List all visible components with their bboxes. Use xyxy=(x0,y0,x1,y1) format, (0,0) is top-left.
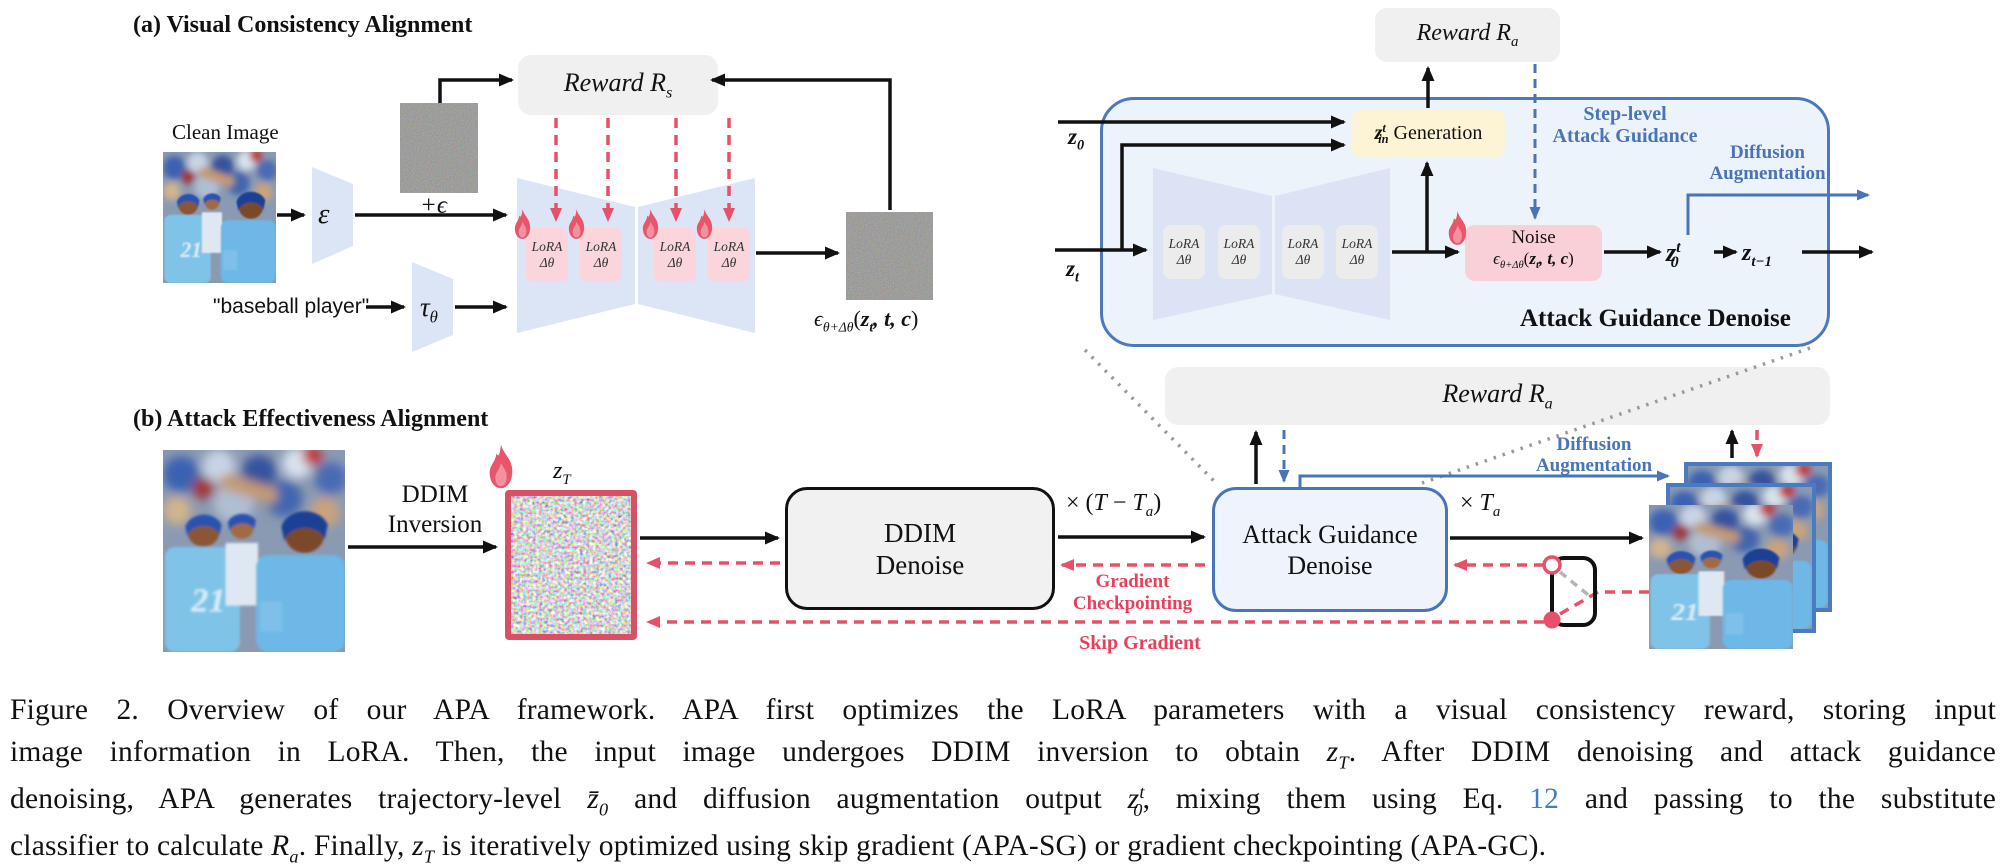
lora-line1: LoRA xyxy=(1223,235,1255,251)
added-noise-image xyxy=(400,103,478,193)
lora-block: LoRA Δθ xyxy=(1282,225,1324,279)
gradient-checkpointing-label: Gradient Checkpointing xyxy=(1060,571,1205,615)
noise-box-title: Noise xyxy=(1511,227,1556,249)
diff-aug-b-line1: Diffusion xyxy=(1556,434,1632,455)
lora-line1: LoRA xyxy=(713,238,745,254)
grad-ckpt-line1: Gradient xyxy=(1095,571,1170,592)
zt-label: zt xyxy=(1066,256,1079,286)
zin-generation-box: ztin Generation xyxy=(1352,110,1505,158)
diff-aug-line2: Augmentation xyxy=(1709,163,1826,184)
clean-image-label: Clean Image xyxy=(172,120,279,144)
lora-line2: Δθ xyxy=(1231,252,1247,267)
lora-line2: Δθ xyxy=(721,255,737,270)
output-image-front xyxy=(1649,505,1793,649)
tau-theta-label: τθ xyxy=(420,292,438,327)
lora-line1: LoRA xyxy=(1168,235,1200,251)
clean-image-photo xyxy=(163,152,276,283)
lora-line1: LoRA xyxy=(585,238,617,254)
z0-label: z0 xyxy=(1068,124,1085,154)
diff-aug-line1: Diffusion xyxy=(1730,142,1805,163)
lora-line2: Δθ xyxy=(1176,252,1192,267)
reward-ra-top-bar: Reward Ra xyxy=(1375,8,1560,62)
attack-guidance-denoise-box: Attack Guidance Denoise xyxy=(1212,487,1448,612)
times-T-minus-Ta-label: × (T − Ta) xyxy=(1066,490,1162,520)
ddim-denoise-box: DDIM Denoise xyxy=(785,487,1055,610)
skip-gradient-label: Skip Gradient xyxy=(1079,632,1201,654)
text-encoder-shape xyxy=(412,262,453,352)
lora-line2: Δθ xyxy=(1349,252,1365,267)
grad-ckpt-line2: Checkpointing xyxy=(1072,593,1193,614)
attack-guidance-denoise-panel-label: Attack Guidance Denoise xyxy=(1520,305,1791,332)
plus-epsilon-label: +ϵ xyxy=(420,192,447,219)
panel-a-title: (a) Visual Consistency Alignment xyxy=(133,12,473,38)
encoder-epsilon-label: ε xyxy=(318,198,330,230)
zt-minus1-label: zt−1 xyxy=(1742,240,1772,270)
diffusion-augmentation-b-label: Diffusion Augmentation xyxy=(1530,434,1658,476)
input-image-photo xyxy=(163,450,345,652)
z0t-label: zt0 xyxy=(1666,238,1681,272)
lora-block: LoRA Δθ xyxy=(1163,225,1205,279)
reward-ra-mid-label: Reward Ra xyxy=(1442,378,1553,413)
lora-block: LoRA Δθ xyxy=(1336,225,1378,279)
noise-box: Noise ϵθ+Δθ(zt, t, c) xyxy=(1465,225,1602,281)
agd-line1: Attack Guidance xyxy=(1242,519,1418,549)
caption-line-3: denoising, APA generates trajectory-leve… xyxy=(10,782,1997,820)
step-level-attack-guidance-label: Step-level Attack Guidance xyxy=(1540,103,1710,147)
lora-line1: LoRA xyxy=(1287,235,1319,251)
lora-line2: Δθ xyxy=(593,255,609,270)
lora-line2: Δθ xyxy=(667,255,683,270)
reward-ra-mid-bar: Reward Ra xyxy=(1165,367,1830,425)
ddim-denoise-line2: Denoise xyxy=(875,549,965,580)
lora-block: LoRA Δθ xyxy=(1218,225,1260,279)
diffusion-augmentation-detail-label: Diffusion Augmentation xyxy=(1705,142,1830,184)
framework-diagram: 21 (a) Visual Consistency Alignment Clea… xyxy=(133,8,1874,654)
lora-block: LoRA Δθ xyxy=(654,228,696,282)
figure-caption: Figure 2. Overview of our APA framework.… xyxy=(0,686,2006,866)
zT-latent-image xyxy=(505,490,637,640)
panel-b-title: (b) Attack Effectiveness Alignment xyxy=(133,406,489,432)
lora-line2: Δθ xyxy=(1295,252,1311,267)
lora-block: LoRA Δθ xyxy=(708,228,750,282)
diff-aug-b-line2: Augmentation xyxy=(1535,455,1653,476)
noise-box-formula: ϵθ+Δθ(zt, t, c) xyxy=(1493,249,1574,272)
reward-rs-label: Reward Rs xyxy=(563,67,673,102)
predicted-noise-image xyxy=(846,212,933,300)
step-level-line2: Attack Guidance xyxy=(1552,125,1698,147)
caption-line-2: image information in LoRA. Then, the inp… xyxy=(10,736,1996,773)
ddim-inversion-line2: Inversion xyxy=(387,511,483,538)
lora-line1: LoRA xyxy=(531,238,563,254)
ddim-denoise-line1: DDIM xyxy=(884,517,956,548)
times-Ta-label: × Ta xyxy=(1460,490,1501,520)
caption-line-1: Figure 2. Overview of our APA framework.… xyxy=(10,694,1996,726)
ddim-inversion-label: DDIM Inversion xyxy=(370,480,500,540)
text-prompt: "baseball player" xyxy=(213,295,370,318)
lora-line1: LoRA xyxy=(1341,235,1373,251)
agd-line2: Denoise xyxy=(1287,550,1373,580)
step-level-line1: Step-level xyxy=(1583,103,1667,125)
caption-line-4: classifier to calculate Ra. Finally, zT … xyxy=(10,829,1547,866)
image-encoder-shape xyxy=(312,167,353,264)
reward-ra-top-label: Reward Ra xyxy=(1416,19,1519,50)
ddim-inversion-line1: DDIM xyxy=(401,481,469,508)
lora-line1: LoRA xyxy=(659,238,691,254)
zin-generation-label: ztin Generation xyxy=(1374,120,1483,147)
reward-rs-bar: Reward Rs xyxy=(518,55,718,115)
lora-block: LoRA Δθ xyxy=(526,228,568,282)
zT-label: zT xyxy=(553,458,571,488)
lora-block: LoRA Δθ xyxy=(580,228,622,282)
predicted-noise-label: ϵθ+Δθ(zt, t, c) xyxy=(814,306,919,335)
lora-line2: Δθ xyxy=(539,255,555,270)
